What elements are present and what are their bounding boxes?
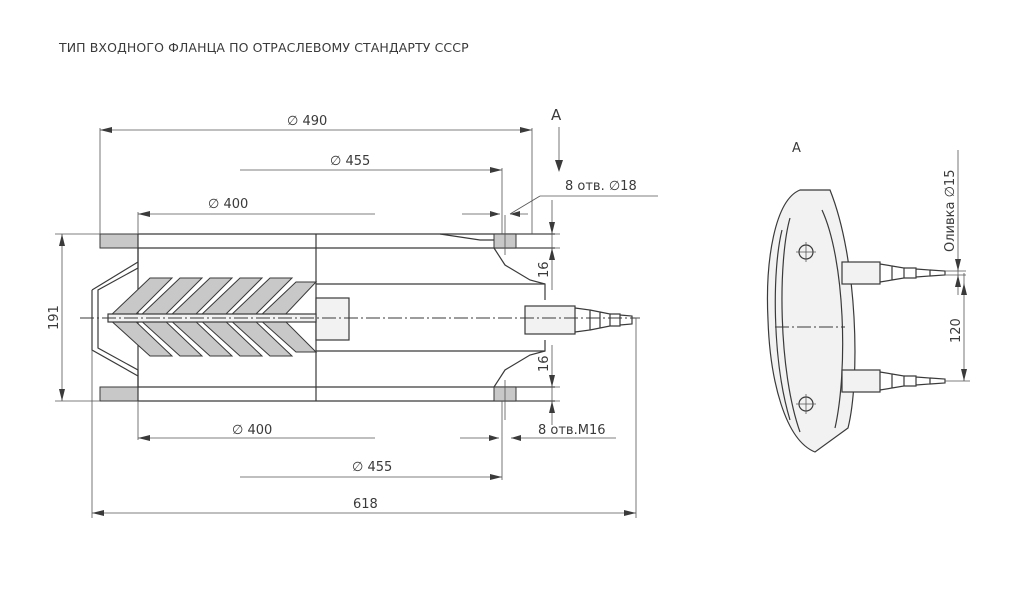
dim-holes-bottom: 8 отв.М16 xyxy=(538,423,605,438)
dim-spacing-120: 120 xyxy=(949,318,964,343)
flange-inner-arc-1 xyxy=(774,229,791,421)
main-section-view xyxy=(80,215,640,420)
dim-d400-bottom: ∅ 400 xyxy=(232,423,272,438)
nozzle-step xyxy=(574,307,591,333)
left-flange-top xyxy=(99,233,139,249)
flange-inner-arc-3 xyxy=(821,209,844,429)
dim-height-191: 191 xyxy=(47,305,62,330)
dim-gap-16-bottom: 16 xyxy=(537,355,552,372)
left-flange-bottom xyxy=(99,386,139,402)
curved-flange xyxy=(766,189,856,453)
section-arrow-label: A xyxy=(551,106,562,124)
flange-inner-arc-2 xyxy=(781,217,801,433)
dim-holes-top: 8 отв. ∅18 xyxy=(565,179,637,194)
main-dimensions: ∅ 490 ∅ 455 ∅ 400 8 отв. ∅18 A 16 xyxy=(47,106,658,518)
dim-d490: ∅ 490 xyxy=(287,114,327,129)
dim-length-618: 618 xyxy=(353,497,378,512)
view-a-barb-top xyxy=(879,263,946,283)
drawing-title: ТИП ВХОДНОГО ФЛАНЦА ПО ОТРАСЛЕВОМУ СТАНД… xyxy=(58,40,469,55)
dim-gap-16-top: 16 xyxy=(537,261,552,278)
dim-d455-top: ∅ 455 xyxy=(330,154,370,169)
view-a-nozzle-top xyxy=(841,261,881,285)
nozzle-barb xyxy=(589,309,633,331)
right-flange-top-taper xyxy=(439,233,494,241)
left-wall-taper xyxy=(91,261,139,291)
dim-d400-top: ∅ 400 xyxy=(208,197,248,212)
outlet-nozzle-body xyxy=(524,305,576,335)
dim-olivka: Оливка ∅15 xyxy=(943,170,958,252)
right-outlet-top xyxy=(493,247,546,300)
view-a-label: A xyxy=(792,141,801,156)
inner-block xyxy=(315,297,350,341)
view-a-barb-bottom xyxy=(879,371,946,391)
view-a: A Оливка ∅15 120 xyxy=(766,141,970,453)
dim-d455-bottom: ∅ 455 xyxy=(352,460,392,475)
right-outlet-bottom xyxy=(493,340,546,388)
swirl-vanes xyxy=(107,277,318,357)
view-a-nozzle-bottom xyxy=(841,369,881,393)
